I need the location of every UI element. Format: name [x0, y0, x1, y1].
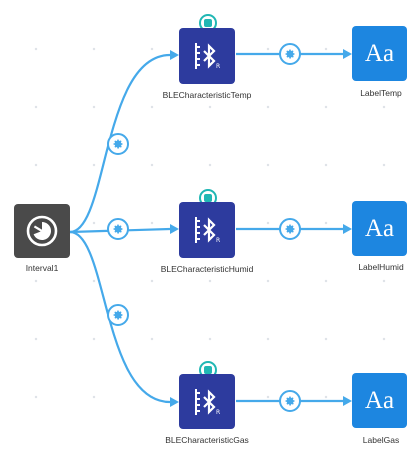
arrowhead-label-temp — [343, 49, 352, 59]
text-label-icon: Aa — [364, 215, 395, 242]
label-gas-label: LabelGas — [362, 435, 400, 445]
ble-temp-node[interactable]: R — [179, 28, 235, 84]
label-gas-node[interactable]: Aa — [352, 373, 407, 428]
ble-gas-node[interactable]: R — [179, 374, 235, 429]
gear-icon[interactable] — [107, 218, 129, 240]
svg-text:R: R — [216, 409, 220, 416]
gear-icon[interactable] — [279, 390, 301, 412]
label-temp-node[interactable]: Aa — [352, 26, 407, 81]
arrowhead-ble-temp — [170, 50, 179, 60]
arrowhead-ble-gas — [170, 397, 179, 407]
label-temp-label: LabelTemp — [360, 88, 402, 98]
ble-humid-label: BLECharacteristicHumid — [160, 264, 254, 274]
arrowhead-label-humid — [343, 224, 352, 234]
text-label-icon: Aa — [364, 387, 395, 414]
bluetooth-characteristic-icon: R — [195, 388, 220, 416]
arrowhead-label-gas — [343, 396, 352, 406]
ble-gas-label: BLECharacteristicGas — [165, 435, 249, 445]
text-label-icon: Aa — [364, 40, 395, 67]
arrowhead-ble-humid — [170, 224, 179, 234]
label-humid-label: LabelHumid — [358, 262, 404, 272]
svg-text:R: R — [216, 63, 220, 70]
bluetooth-characteristic-icon: R — [195, 217, 220, 244]
svg-text:R: R — [216, 237, 220, 244]
gear-icon[interactable] — [107, 304, 129, 326]
timer-icon — [26, 215, 58, 247]
gear-icon[interactable] — [107, 133, 129, 155]
ble-temp-label: BLECharacteristicTemp — [162, 90, 252, 100]
ble-humid-node[interactable]: R — [179, 202, 235, 258]
bluetooth-characteristic-icon: R — [195, 43, 220, 70]
interval-node[interactable] — [14, 204, 70, 258]
gear-icon[interactable] — [279, 218, 301, 240]
interval-label: Interval1 — [25, 263, 59, 273]
gear-icon[interactable] — [279, 43, 301, 65]
label-humid-node[interactable]: Aa — [352, 201, 407, 256]
